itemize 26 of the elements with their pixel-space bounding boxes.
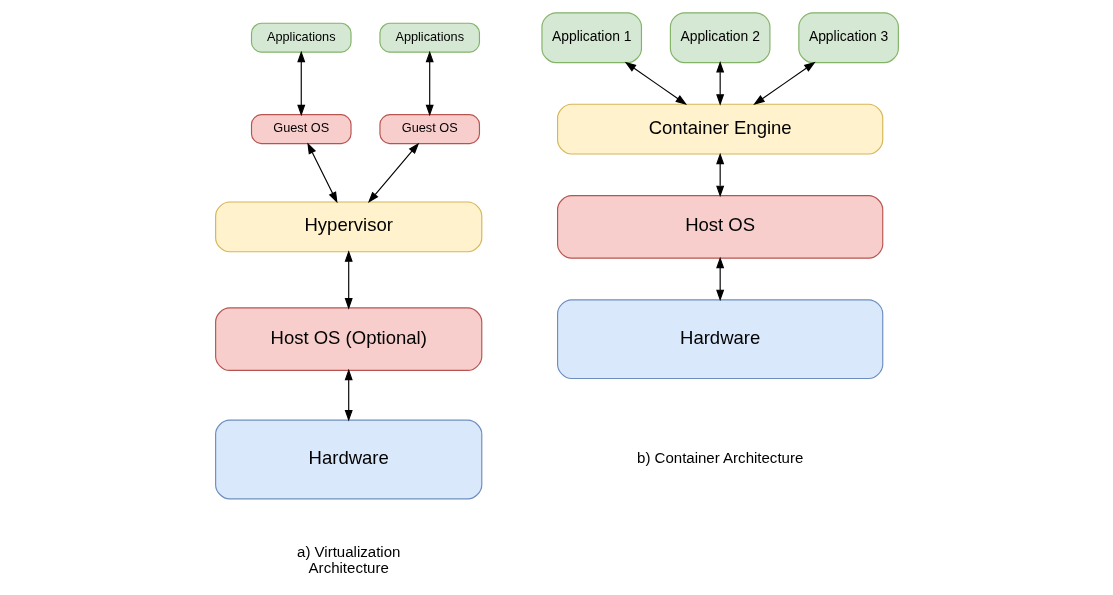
arrow bbox=[715, 61, 724, 106]
arrow bbox=[306, 142, 338, 204]
node-box: Applications bbox=[378, 22, 480, 53]
node-box: Hardware bbox=[214, 419, 482, 500]
arrow bbox=[624, 61, 687, 106]
node-box: Hypervisor bbox=[214, 201, 482, 253]
arrow bbox=[344, 250, 353, 310]
node-box: Guest OS bbox=[378, 114, 480, 145]
node-box: Container Engine bbox=[556, 103, 883, 155]
arrow bbox=[344, 368, 353, 422]
node-box: Application 3 bbox=[797, 12, 899, 64]
node-box: Host OS (Optional) bbox=[214, 307, 482, 371]
node-box: Application 1 bbox=[540, 12, 642, 64]
label: b) Container Architecture bbox=[636, 449, 803, 467]
node-box: Hardware bbox=[556, 299, 883, 380]
arrow bbox=[296, 50, 305, 117]
label: a) Virtualization Architecture bbox=[296, 543, 400, 577]
arrow bbox=[715, 152, 724, 198]
node-box: Applications bbox=[250, 22, 352, 53]
arrow bbox=[715, 256, 724, 302]
arrow bbox=[752, 61, 816, 106]
arrow bbox=[425, 50, 434, 117]
node-box: Guest OS bbox=[250, 114, 352, 145]
node-box: Application 2 bbox=[669, 12, 770, 64]
arrow bbox=[367, 142, 419, 204]
node-box: Host OS bbox=[556, 195, 883, 259]
